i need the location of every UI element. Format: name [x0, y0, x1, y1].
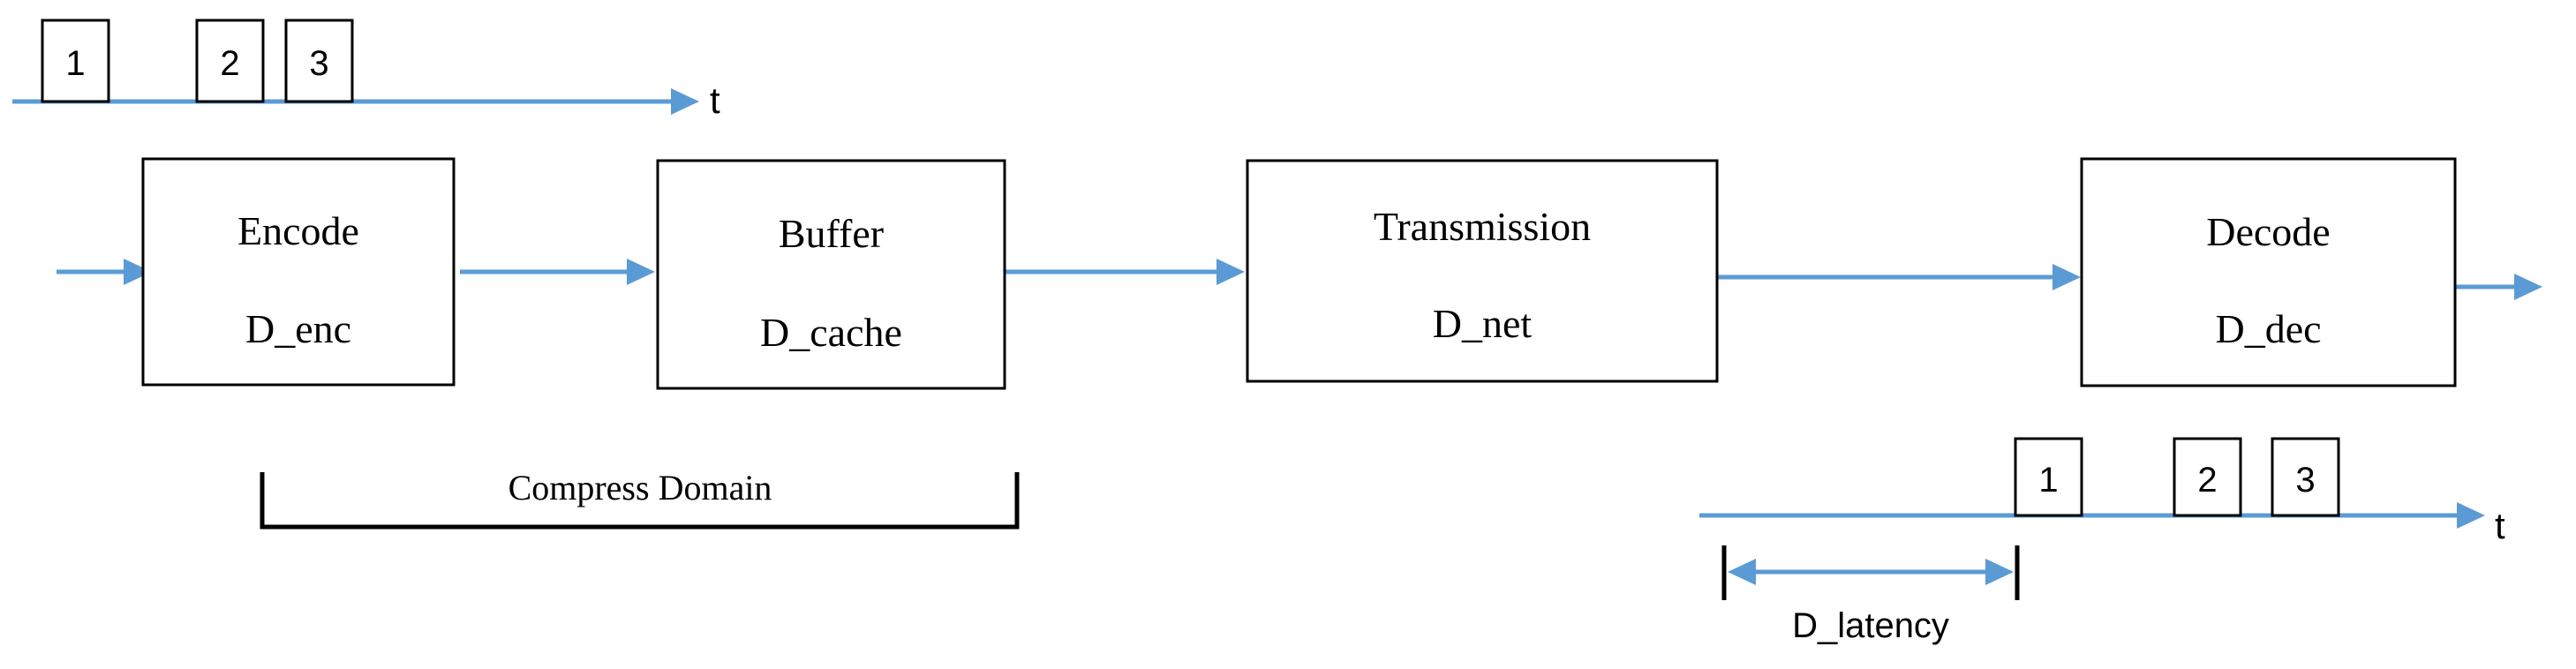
output-frame-1-label: 1 [2038, 461, 2058, 500]
transmission-title: Transmission [1374, 204, 1591, 249]
latency-label: D_latency [1792, 606, 1949, 645]
decode-block: Decode D_dec [2080, 157, 2457, 387]
encode-delay: D_enc [245, 306, 351, 351]
arrow-transmission-to-decode-head [2053, 264, 2081, 290]
input-timeline-axis-label: t [710, 79, 720, 121]
encode-box [141, 157, 456, 387]
input-frame-1-label: 1 [65, 44, 85, 83]
decode-delay: D_dec [2215, 306, 2321, 351]
input-timeline: t 1 2 3 [12, 19, 720, 121]
output-timeline: t 1 2 3 [1699, 437, 2505, 546]
output-frame-2-label: 2 [2197, 461, 2217, 500]
latency-span: D_latency [1721, 545, 2020, 645]
input-frame-2 [195, 19, 265, 103]
transmission-delay: D_net [1433, 301, 1533, 346]
buffer-box [656, 159, 1006, 390]
latency-arrowhead-left [1728, 559, 1756, 585]
compress-domain-bracket-line [260, 472, 1020, 530]
buffer-block: Buffer D_cache [656, 159, 1006, 390]
transmission-block: Transmission D_net [1246, 159, 1719, 383]
buffer-delay: D_cache [760, 310, 902, 355]
flow-arrows [56, 259, 2542, 300]
output-timeline-arrowhead [2457, 502, 2485, 529]
input-frame-1 [41, 19, 110, 103]
output-frame-1 [2014, 437, 2083, 517]
output-frame-3-label: 3 [2295, 461, 2315, 500]
compress-domain-bracket: Compress Domain [260, 468, 1020, 530]
input-frame-3-label: 3 [309, 44, 328, 83]
buffer-title: Buffer [779, 211, 884, 256]
latency-arrowhead-right [1985, 559, 2014, 585]
transmission-box [1246, 159, 1719, 383]
output-frame-2 [2173, 437, 2242, 517]
arrow-buffer-to-transmission-head [1216, 259, 1245, 285]
input-frame-2-label: 2 [220, 44, 239, 83]
compress-domain-label: Compress Domain [508, 468, 772, 507]
output-frame-3 [2271, 437, 2340, 517]
encode-title: Encode [237, 208, 359, 253]
arrow-encode-to-buffer-head [627, 259, 655, 285]
decode-title: Decode [2206, 209, 2330, 254]
arrow-input-to-encode-head [124, 259, 152, 285]
decode-box [2080, 157, 2457, 387]
arrow-decode-output-head [2514, 274, 2542, 300]
output-timeline-axis-label: t [2495, 505, 2505, 546]
input-frame-3 [284, 19, 354, 103]
encode-block: Encode D_enc [141, 157, 456, 387]
input-timeline-arrowhead [671, 88, 699, 115]
